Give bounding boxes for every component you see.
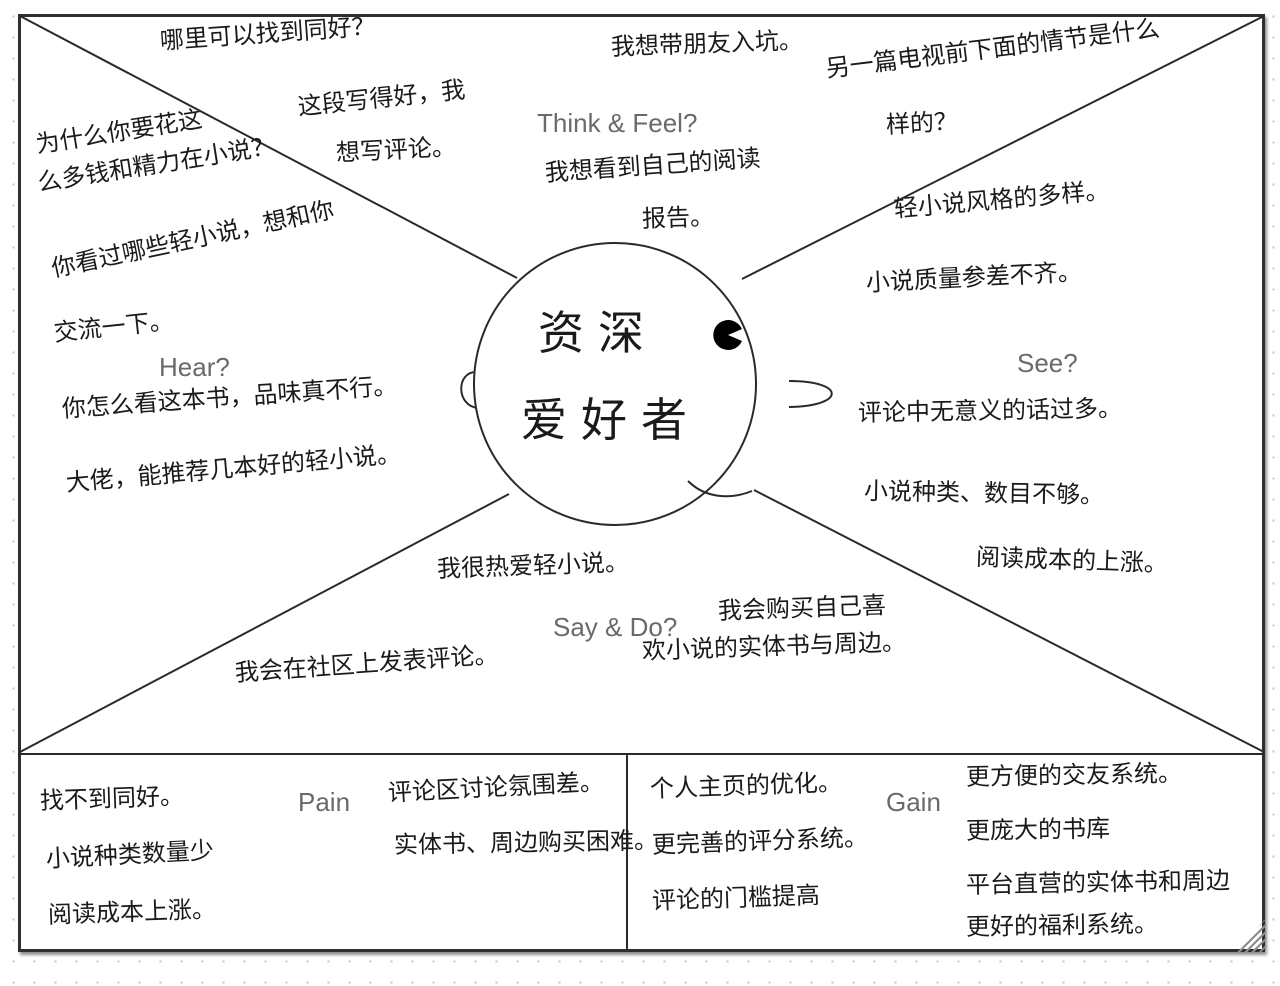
say-do-note: 我会购买自己喜 bbox=[717, 591, 887, 625]
gain-note: 更庞大的书库 bbox=[965, 814, 1111, 845]
nose-icon bbox=[788, 380, 833, 408]
see-note: 小说种类、数目不够。 bbox=[863, 477, 1105, 510]
head-icon bbox=[460, 242, 833, 526]
think-feel-label: Think & Feel? bbox=[537, 108, 698, 138]
pain-note: 找不到同好。 bbox=[39, 781, 185, 815]
gain-note: 更方便的交友系统。 bbox=[965, 759, 1183, 791]
pain-label: Pain bbox=[298, 787, 351, 817]
diagonal-bottom-left bbox=[19, 493, 510, 753]
gain-label: Gain bbox=[886, 787, 941, 817]
mouth-icon bbox=[687, 480, 753, 498]
gain-note: 更好的福利系统。 bbox=[965, 909, 1159, 941]
gain-note: 评论的门槛提高 bbox=[651, 881, 821, 915]
gain-note: 平台直营的实体书和周边 bbox=[965, 866, 1231, 899]
say-do-label: Say & Do? bbox=[553, 612, 678, 642]
hear-label: Hear? bbox=[159, 352, 230, 382]
diagonal-top-left bbox=[19, 15, 518, 279]
ear-icon bbox=[460, 371, 479, 409]
think-feel-note: 报告。 bbox=[641, 202, 715, 233]
eye-icon bbox=[713, 319, 742, 350]
see-note: 评论中无意义的话过多。 bbox=[857, 394, 1123, 427]
diagonal-bottom-right bbox=[753, 489, 1265, 753]
persona-line-2: 爱好者 bbox=[521, 393, 701, 447]
head-circle bbox=[473, 242, 757, 526]
persona-line-1: 资深 bbox=[538, 306, 658, 360]
diagonal-top-right bbox=[741, 15, 1265, 280]
pain-note: 实体书、周边购买困难。 bbox=[393, 826, 659, 859]
pain-note: 阅读成本上涨。 bbox=[47, 895, 217, 929]
think-feel-note: 样的？ bbox=[885, 107, 959, 139]
see-label: See? bbox=[1017, 348, 1078, 378]
